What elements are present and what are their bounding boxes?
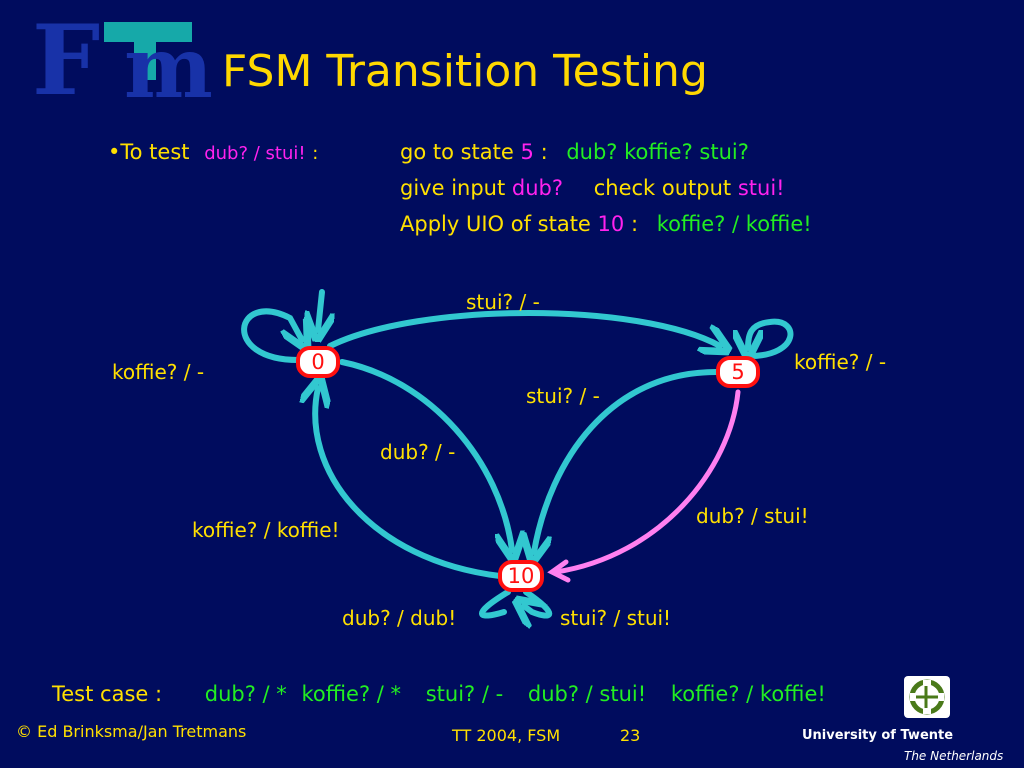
edge-s5-s10 [534,369,719,552]
intro-line2-prefix: give input [400,176,506,200]
intro-line3-colon: : [630,212,639,236]
intro-line-2: give input dub? check output stui! [400,176,785,200]
edge-s10-s0 [315,388,503,579]
intro-line-3: Apply UIO of state 10 : koffie? / koffie… [400,212,812,236]
intro-line2-input: dub? [511,176,564,200]
intro-line1-prefix: go to state [400,140,514,164]
testcase-step: koffie? / * [301,682,402,706]
edge-s0-s5 [327,310,720,346]
state-5: 5 [716,356,760,388]
intro-line3-state: 10 [597,212,625,236]
testcase-step: stui? / - [425,682,504,706]
edge-s0-self [241,308,302,363]
footer-page-number: 23 [620,726,641,745]
intro-line1-state: 5 [520,140,534,164]
intro-line-1: go to state 5 : dub? koffie? stui? [400,140,749,164]
university-emblem-icon [909,679,945,715]
intro-line3-uio: koffie? / koffie! [656,212,812,236]
testcase-line: Test case : dub? / * koffie? / * stui? /… [52,682,826,706]
intro-line1-seq: dub? koffie? stui? [566,140,749,164]
intro-colon: : [312,143,319,164]
logo-teal-stem [134,22,156,80]
intro-bullet-line: •To test dub? / stui! : [108,140,318,164]
state-10: 10 [498,560,544,592]
footer-university: University of Twente [802,728,954,743]
testcase-label: Test case : [52,682,163,706]
logo-letter-m: m [124,18,213,117]
label-s5-self: koffie? / - [794,350,887,374]
edge-initial [318,289,322,330]
label-s10-self-dub: dub? / dub! [342,606,457,630]
footer-course: TT 2004, FSM [452,726,561,745]
label-s5-s10-pink: dub? / stui! [696,504,809,528]
intro-line3-prefix: Apply UIO of state [400,212,591,236]
testcase-step: dub? / stui! [527,682,647,706]
label-s10-self-stui: stui? / stui! [560,606,672,630]
intro-line1-colon: : [540,140,548,164]
university-emblem [904,676,950,718]
label-s0-s5: stui? / - [466,290,540,314]
label-s10-s0: koffie? / koffie! [192,518,340,542]
edge-s5-s10-pink-head [547,559,571,583]
edge-s10-self [479,592,553,616]
intro-transition: dub? / stui! [204,143,306,164]
footer-copyright: © Ed Brinksma/Jan Tretmans [16,722,247,741]
logo-letter-f: F [32,4,101,117]
testcase-step: koffie? / koffie! [670,682,826,706]
label-s0-s10: dub? / - [380,440,456,464]
footer-country: The Netherlands [904,749,1004,763]
slide-title: FSM Transition Testing [222,46,708,97]
edge-s5-self [748,318,794,356]
intro-line2-mid: check output [593,176,732,200]
state-0: 0 [296,346,340,378]
intro-bullet: •To test [108,140,190,164]
edge-s5-s10-pink [553,389,741,575]
label-s5-s10: stui? / - [526,384,600,408]
testcase-step: dub? / * [204,682,287,706]
intro-line2-output: stui! [737,176,785,200]
fm-logo: F m [32,4,213,117]
label-s0-self: koffie? / - [112,360,205,384]
edge-s0-s10 [339,359,512,550]
